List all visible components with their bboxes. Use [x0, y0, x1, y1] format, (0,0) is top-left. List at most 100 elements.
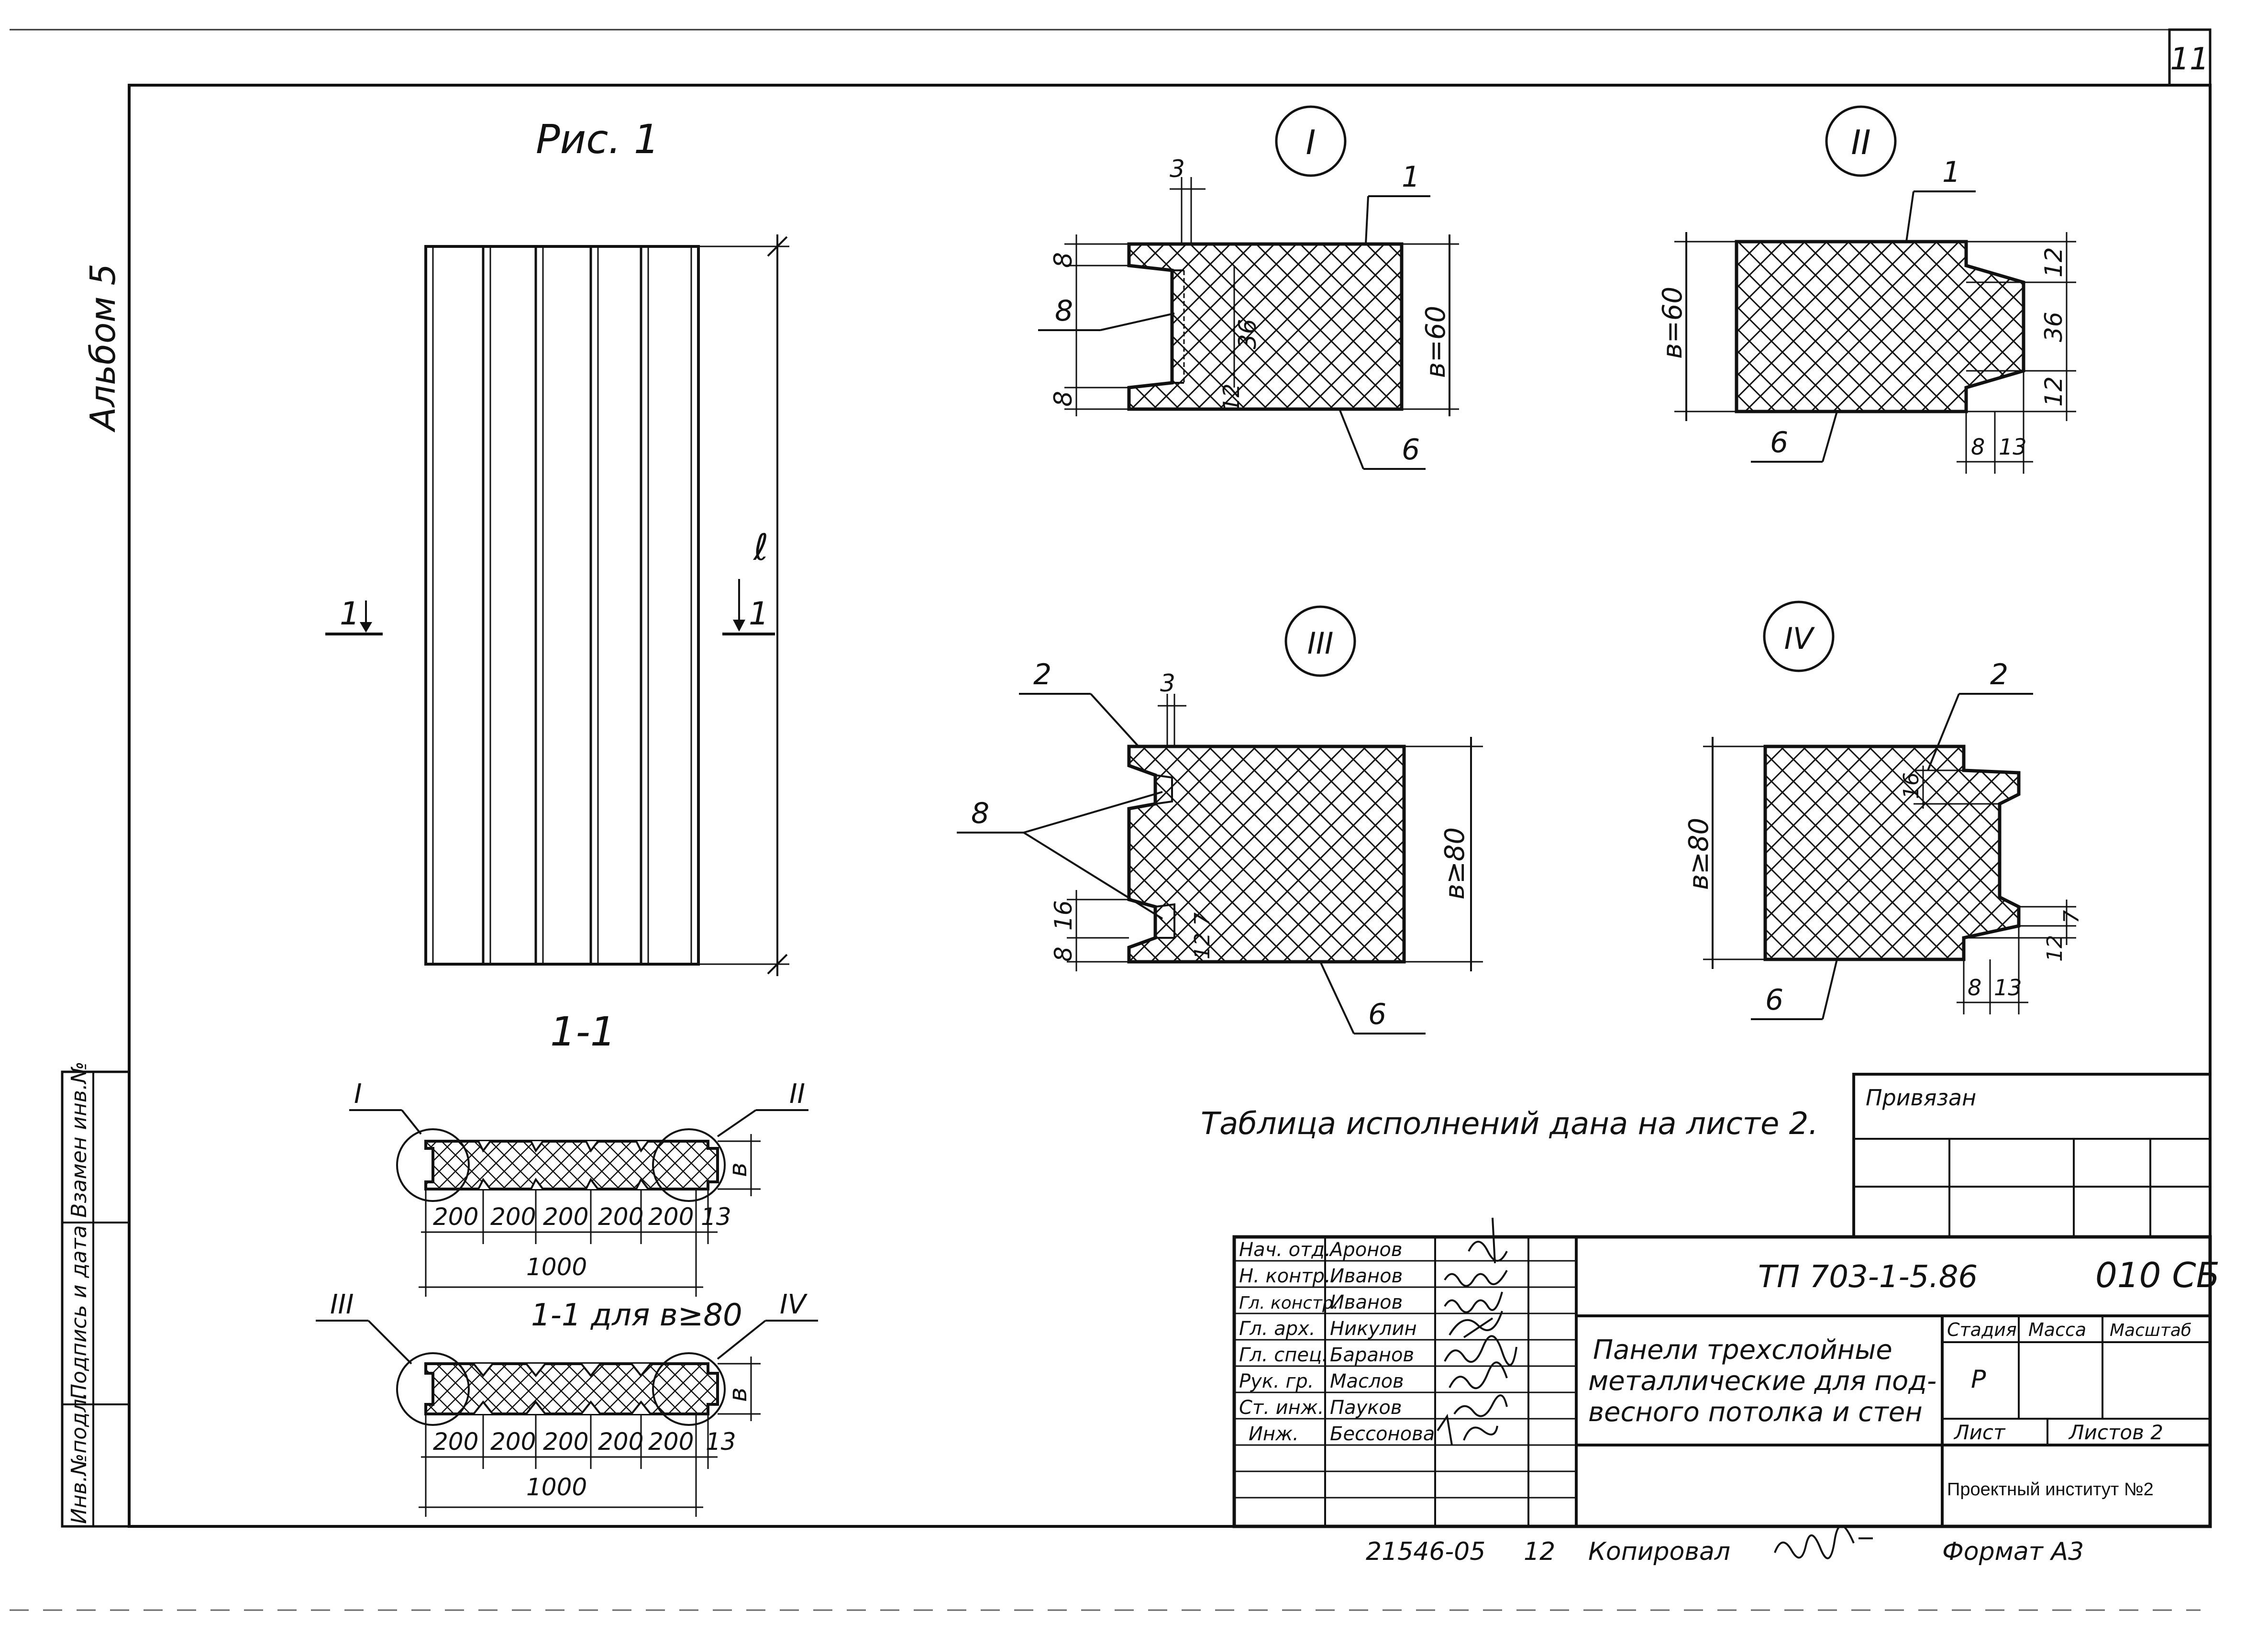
detail-i-dim-3: 3: [1170, 155, 1185, 183]
section-2-mark-iii: III: [330, 1289, 354, 1320]
section-1-module-1: 200: [433, 1203, 478, 1231]
detail-i-mark: I: [1306, 123, 1316, 162]
detail-i-dim-b60: в=60: [1420, 306, 1451, 378]
section-1-module-4: 200: [598, 1203, 643, 1231]
side-stamp-replace: Взамен инв.№: [67, 1061, 91, 1218]
section-2-module-5: 200: [648, 1428, 694, 1456]
detail-i: I 8 8 3 36 12 в=60 1 8 6: [1038, 105, 1459, 470]
signatures: [1437, 1217, 1517, 1446]
detail-iii-dim-7: 7: [1190, 912, 1215, 926]
panel-elevation: ℓ 1 1: [325, 234, 789, 976]
section-1-title: 1-1: [550, 1008, 616, 1055]
detail-iv-dim-13: 13: [1994, 975, 2022, 1001]
name-0: Аронов: [1328, 1239, 1402, 1261]
detail-ii-dim-8: 8: [1971, 434, 1985, 460]
note-text: Таблица исполнений дана на листе 2.: [1201, 1106, 1818, 1142]
section-2-module-1: 200: [433, 1428, 478, 1456]
detail-iv-dim-8: 8: [1968, 975, 1981, 1001]
section-1-total: 1000: [526, 1253, 587, 1281]
album-label: Альбом 5: [83, 264, 123, 433]
copied-signature: [1774, 1524, 1873, 1559]
page-small: 12: [1524, 1537, 1555, 1566]
doc-suffix: 010 СБ: [2095, 1255, 2220, 1295]
detail-iii-leader-2: 2: [1033, 658, 1051, 691]
figure-title: Рис. 1: [536, 116, 659, 163]
role-4: Гл. спец.: [1239, 1344, 1328, 1366]
detail-iv-mark: IV: [1784, 621, 1815, 656]
side-stamp-inv: Инв.№подл.: [67, 1392, 91, 1524]
role-0: Нач. отд.: [1239, 1239, 1331, 1261]
name-5: Маслов: [1330, 1370, 1404, 1392]
drawing-frame: [128, 84, 2212, 1528]
stage-header: Стадия: [1947, 1319, 2017, 1340]
role-6: Ст. инж.: [1239, 1397, 1324, 1419]
section-1-module-2: 200: [490, 1203, 536, 1231]
detail-i-leader-6: 6: [1402, 433, 1420, 467]
detail-iv-dim-12: 12: [2043, 935, 2067, 962]
detail-iv-leader-6: 6: [1765, 983, 1783, 1017]
detail-ii-dim-36: 36: [2040, 311, 2068, 342]
detail-iii-mark: III: [1307, 626, 1334, 661]
name-1: Иванов: [1330, 1265, 1403, 1287]
detail-iii-dim-3: 3: [1160, 669, 1175, 697]
tied-label: Привязан: [1866, 1085, 1976, 1111]
detail-ii-leader-6: 6: [1770, 426, 1788, 459]
section-1: I II в 200 200 200 200 200 13 1000: [349, 1079, 808, 1297]
detail-iv-dim-7: 7: [2059, 910, 2084, 923]
detail-ii-dim-b60: в=60: [1657, 287, 1688, 359]
sheets-header: Листов 2: [2068, 1421, 2163, 1444]
detail-iii-dim-8: 8: [1050, 946, 1077, 962]
detail-iii-dim-12: 12: [1190, 933, 1215, 959]
sheet-number: 11: [2170, 42, 2209, 77]
archive-number: 21546-05: [1366, 1537, 1485, 1566]
stage-value: Р: [1971, 1365, 1986, 1394]
scale-header: Масштаб: [2110, 1321, 2191, 1340]
section-2-total: 1000: [526, 1473, 587, 1501]
detail-iv-dim-16: 16: [1899, 772, 1924, 799]
title-line-1: Панели трехслойные: [1593, 1335, 1892, 1366]
section-2-module-2: 200: [490, 1428, 536, 1456]
detail-i-leader-8: 8: [1055, 294, 1073, 328]
title-line-3: весного потолка и стен: [1588, 1397, 1923, 1428]
section-1-edge: 13: [701, 1203, 731, 1231]
role-2: Гл. констр.: [1239, 1293, 1339, 1313]
cut-mark-right: 1: [749, 595, 769, 632]
detail-iii-leader-6: 6: [1368, 998, 1386, 1031]
detail-ii-mark: II: [1851, 123, 1870, 162]
section-2-title: 1-1 для в≥80: [531, 1298, 742, 1333]
detail-ii-leader-1: 1: [1942, 156, 1960, 189]
doc-code: ТП 703-1-5.86: [1758, 1259, 1978, 1295]
role-5: Рук. гр.: [1239, 1370, 1314, 1392]
cut-mark-left: 1: [340, 595, 360, 632]
section-2-edge: 13: [706, 1428, 736, 1456]
section-2: III IV в 200 200 200 200 200 13 1000: [316, 1289, 818, 1517]
detail-iii-dim-16: 16: [1050, 900, 1077, 931]
name-4: Баранов: [1330, 1344, 1414, 1366]
section-1-mark-ii: II: [789, 1079, 805, 1110]
role-7: Инж.: [1249, 1423, 1299, 1445]
panel-length-label: ℓ: [752, 526, 768, 568]
side-stamp-sign: Подпись и дата: [67, 1225, 91, 1400]
section-2-module-3: 200: [543, 1428, 588, 1456]
detail-i-dim-8b: 8: [1049, 391, 1078, 407]
section-1-mark-i: I: [354, 1079, 362, 1110]
detail-ii-dim-12a: 12: [2040, 247, 2068, 278]
format-label: Формат А3: [1942, 1537, 2084, 1566]
section-2-mark-iv: IV: [780, 1289, 808, 1320]
tied-table: Привязан: [1852, 1073, 2212, 1238]
detail-i-leader-1: 1: [1402, 160, 1420, 194]
title-block: Нач. отд. Аронов Н. контр. Иванов Гл. ко…: [1232, 1217, 2220, 1528]
section-2-thickness: в: [724, 1387, 752, 1402]
detail-ii-dim-12b: 12: [2040, 376, 2068, 407]
detail-iv-leader-2: 2: [1990, 658, 2008, 691]
name-6: Пауков: [1330, 1397, 1402, 1419]
mass-header: Масса: [2028, 1319, 2086, 1340]
detail-iii-leader-8: 8: [971, 797, 989, 830]
name-2: Иванов: [1330, 1291, 1403, 1313]
side-stamp: Инв.№подл. Подпись и дата Взамен инв.№: [61, 1061, 131, 1528]
detail-i-dim-8a: 8: [1049, 252, 1078, 268]
detail-ii: II в=60 12 36 12 8 13 1 6: [1657, 105, 2076, 474]
section-2-module-4: 200: [598, 1428, 643, 1456]
copied-label: Копировал: [1588, 1537, 1730, 1566]
